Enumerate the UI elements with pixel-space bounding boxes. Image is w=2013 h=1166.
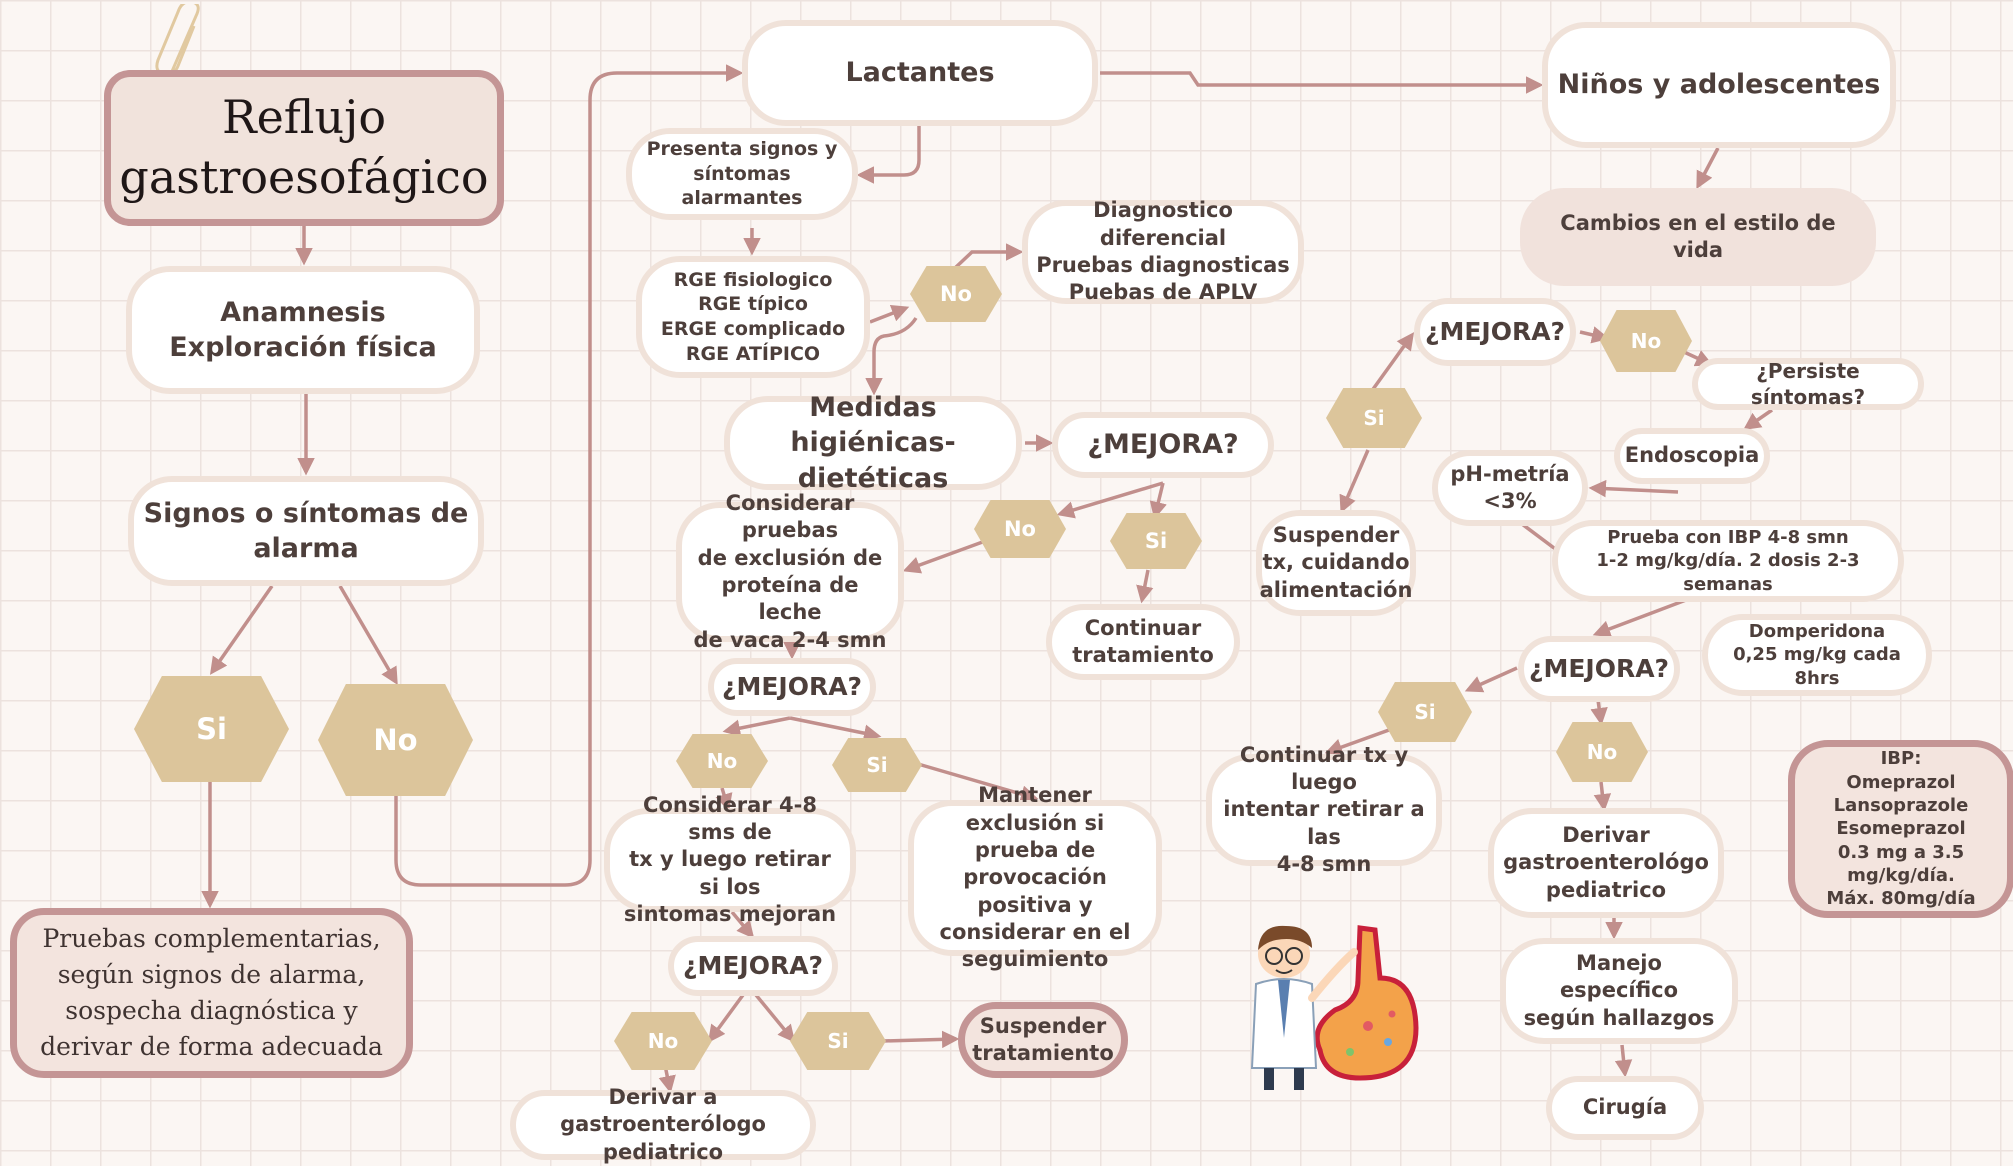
decision-si-mejora-1: Si xyxy=(1110,513,1202,569)
decision-no-alarma: No xyxy=(318,684,473,796)
arrow-persiste-endoscopia xyxy=(1743,408,1773,430)
node-mejora-ninos-2: ¿MEJORA? xyxy=(1518,636,1680,702)
node-lactantes: Lactantes xyxy=(742,20,1098,126)
node-diagnostico-diferencial: Diagnostico diferencial Pruebas diagnost… xyxy=(1022,198,1304,304)
node-ibp-info: IBP: Omeprazol Lansoprazole Esomeprazol … xyxy=(1788,740,2013,918)
arrow-endoscopia-ph xyxy=(1588,479,1679,498)
arrow-no-derivar-ninos xyxy=(1593,781,1612,812)
node-presenta-signos: Presenta signos y síntomas alarmantes xyxy=(626,128,858,220)
page-title: Reflujo gastroesofágico xyxy=(104,70,504,226)
node-cambios-estilo: Cambios en el estilo de vida xyxy=(1520,188,1876,286)
node-mejora-lactantes-3: ¿MEJORA? xyxy=(668,936,838,996)
node-ninos-adolescentes: Niños y adolescentes xyxy=(1542,22,1896,148)
node-derivar-ninos: Derivar gastroenterológo pediatrico xyxy=(1488,808,1724,918)
node-mejora-ninos-1: ¿MEJORA? xyxy=(1414,298,1576,366)
arrow-mejora2-si-ninos xyxy=(1464,666,1518,693)
arrow-manejo-cirugia xyxy=(1614,1044,1633,1078)
node-ph-metria: pH-metría <3% xyxy=(1432,450,1588,526)
arrow-ninos-cambios xyxy=(1696,147,1720,190)
arrow-mejora-no xyxy=(1056,481,1164,519)
arrow-lactantes-ninos xyxy=(1100,71,1544,94)
arrow-no-considerar48 xyxy=(715,787,733,812)
decision-no-rge: No xyxy=(910,266,1002,322)
arrow-mejora3-no xyxy=(707,993,745,1043)
arrow-rge-medidas xyxy=(865,317,918,396)
arrow-mejora2-no-ninos xyxy=(1590,699,1608,726)
node-signos-alarma: Signos o síntomas de alarma xyxy=(128,476,484,586)
node-considerar-4-8: Considerar 4-8 sms de tx y luego retirar… xyxy=(604,793,856,926)
node-rge-tipos: RGE fisiologico RGE típico ERGE complica… xyxy=(636,256,870,378)
decision-no-ninos-1: No xyxy=(1600,310,1692,372)
node-suspender-tx: Suspender tx, cuidando alimentación xyxy=(1256,510,1416,616)
node-considerar-pruebas: Considerar pruebas de exclusión de prote… xyxy=(676,491,904,652)
node-prueba-ibp: Prueba con IBP 4-8 smn 1-2 mg/kg/día. 2 … xyxy=(1552,520,1904,602)
decision-no-mejora-3: No xyxy=(614,1012,712,1070)
arrow-mejora-si xyxy=(1149,482,1167,520)
node-endoscopia: Endoscopia xyxy=(1614,428,1770,484)
arrow-mejora2-si xyxy=(789,716,882,742)
node-pruebas-complementarias: Pruebas complementarias, según signos de… xyxy=(10,908,413,1078)
node-cirugia: Cirugía xyxy=(1546,1076,1704,1140)
arrow-no-lactantes xyxy=(394,64,744,887)
arrow-considerar48-mejora3 xyxy=(730,910,755,939)
decision-no-ninos-2: No xyxy=(1556,722,1648,782)
node-derivar-lactantes: Derivar a gastroenterólogo pediatrico xyxy=(510,1085,816,1164)
arrow-si-mejora xyxy=(1369,332,1415,394)
node-mejora-lactantes-2: ¿MEJORA? xyxy=(708,658,876,716)
arrow-si-suspender-tx xyxy=(1339,449,1370,514)
decision-si-alarma: Si xyxy=(134,676,289,782)
node-continuar-tx: Continuar tx y luego intentar retirar a … xyxy=(1206,743,1442,876)
node-anamnesis: Anamnesis Exploración física xyxy=(126,266,480,394)
decision-si-ninos-2: Si xyxy=(1378,682,1472,742)
node-suspender-tratamiento: Suspender tratamiento xyxy=(958,1002,1128,1078)
arrow-no-diagnostico xyxy=(953,243,1024,270)
decision-si-mejora-2: Si xyxy=(832,738,922,792)
node-domperidona: Domperidona 0,25 mg/kg cada 8hrs xyxy=(1702,614,1932,696)
decision-si-ninos-1: Si xyxy=(1326,388,1422,448)
arrow-ibp-mejora2 xyxy=(1592,598,1687,638)
arrow-signos-si xyxy=(209,584,274,675)
node-mejora-lactantes-1: ¿MEJORA? xyxy=(1052,412,1274,478)
arrow-rge-no xyxy=(869,304,910,324)
doctor-stomach-illustration xyxy=(1250,925,1419,1090)
node-medidas-higienicas: Medidas higiénicas- dietéticas xyxy=(724,392,1022,494)
node-mantener-exclusion: Mantener exclusión si prueba de provocac… xyxy=(908,783,1162,971)
arrow-lactantes-presenta xyxy=(856,126,921,184)
arrow-mejora3-si xyxy=(754,993,796,1043)
arrow-mejora2-no xyxy=(722,716,791,737)
arrow-si-suspender xyxy=(882,1030,960,1049)
arrow-si-continuar xyxy=(1136,569,1154,604)
decision-no-mejora-1: No xyxy=(974,500,1066,558)
arrow-signos-no xyxy=(338,585,398,686)
decision-si-mejora-3: Si xyxy=(790,1012,886,1070)
decision-no-mejora-2: No xyxy=(676,734,768,788)
arrow-si-mantener xyxy=(917,762,1039,803)
node-persiste-sintomas: ¿Persiste síntomas? xyxy=(1692,358,1924,410)
node-manejo-especifico: Manejo específico según hallazgos xyxy=(1500,938,1738,1044)
node-continuar-tratamiento: Continuar tratamiento xyxy=(1046,604,1240,680)
